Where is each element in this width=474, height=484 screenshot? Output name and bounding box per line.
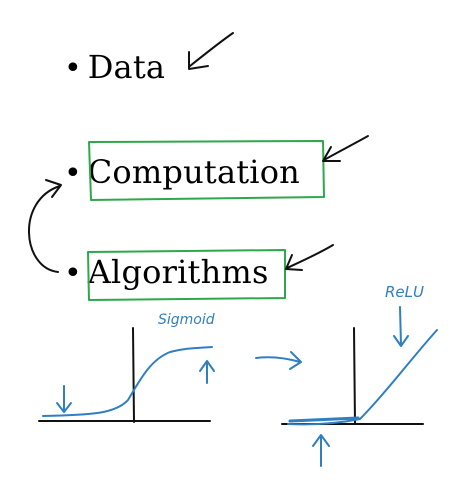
- relu-axes: [281, 327, 424, 425]
- arrow-to-computation-icon: [322, 135, 369, 162]
- relu-curve: [287, 329, 438, 426]
- arrow-to-algorithms-icon: [285, 244, 334, 271]
- bullet-icon: •: [64, 156, 82, 191]
- bullet-item-algorithms: •Algorithms: [64, 253, 269, 291]
- sigmoid-label: Sigmoid: [158, 312, 215, 328]
- sigmoid-left-arrow-icon: [56, 385, 72, 413]
- cycle-arrow-icon: [28, 179, 62, 273]
- bullet-label: Computation: [87, 153, 300, 191]
- relu-label-arrow-icon: [393, 306, 409, 347]
- relu-label: ReLU: [385, 283, 424, 301]
- sigmoid-curve: [42, 346, 213, 417]
- bullet-icon: •: [64, 256, 82, 291]
- sigmoid-to-relu-arrow-icon: [255, 351, 302, 370]
- sigmoid-axes: [38, 327, 211, 423]
- bullet-label: Data: [87, 48, 166, 86]
- sigmoid-right-arrow-icon: [199, 360, 215, 384]
- bullet-item-computation: •Computation: [64, 153, 300, 191]
- bullet-label: Algorithms: [87, 253, 269, 291]
- relu-bottom-arrow-icon: [312, 434, 330, 467]
- bullet-icon: •: [64, 51, 82, 86]
- arrow-to-data-icon: [188, 32, 234, 70]
- bullet-item-data: •Data: [64, 48, 165, 86]
- relu-flat-emphasis: [288, 416, 360, 423]
